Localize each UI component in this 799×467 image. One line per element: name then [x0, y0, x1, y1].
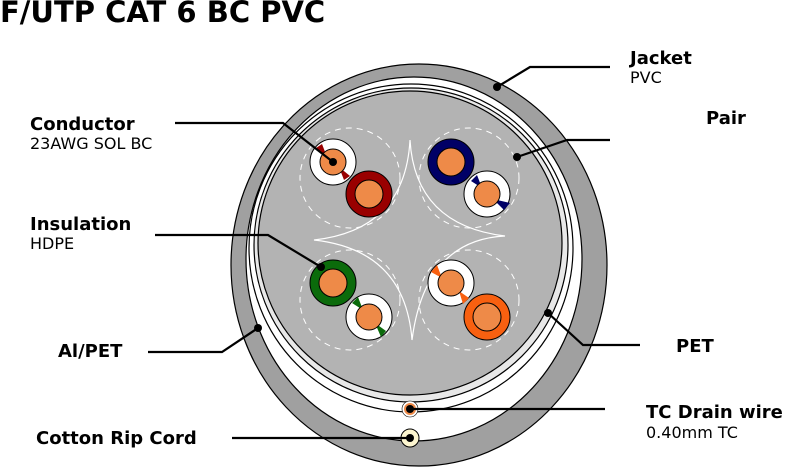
pet-label: PET: [676, 336, 714, 357]
pair-orange: [427, 259, 511, 341]
conductor-label: Conductor: [30, 114, 135, 135]
insulation-spec: HDPE: [30, 234, 75, 253]
leader-lines: [148, 65, 640, 440]
page-title: F/UTP CAT 6 BC PVC: [0, 0, 326, 29]
core: [257, 90, 563, 396]
leader-dots: [254, 83, 552, 442]
conductor-spec: 23AWG SOL BC: [30, 134, 153, 153]
jacket-spec: PVC: [630, 68, 662, 87]
pair-green: [309, 259, 393, 341]
pair-outlines: [299, 127, 520, 351]
al-pet-label: Al/PET: [58, 341, 123, 362]
pair-brown: [309, 138, 393, 218]
pair-blue: [427, 138, 511, 218]
drain-wire-spec: 0.40mm TC: [646, 423, 738, 442]
insulation-label: Insulation: [30, 214, 132, 235]
pair-label: Pair: [706, 108, 746, 129]
jacket-label: Jacket: [630, 48, 692, 69]
drain-wire-label: TC Drain wire: [646, 402, 783, 423]
cross-separator: [313, 139, 506, 341]
rip-cord-label: Cotton Rip Cord: [36, 428, 197, 449]
